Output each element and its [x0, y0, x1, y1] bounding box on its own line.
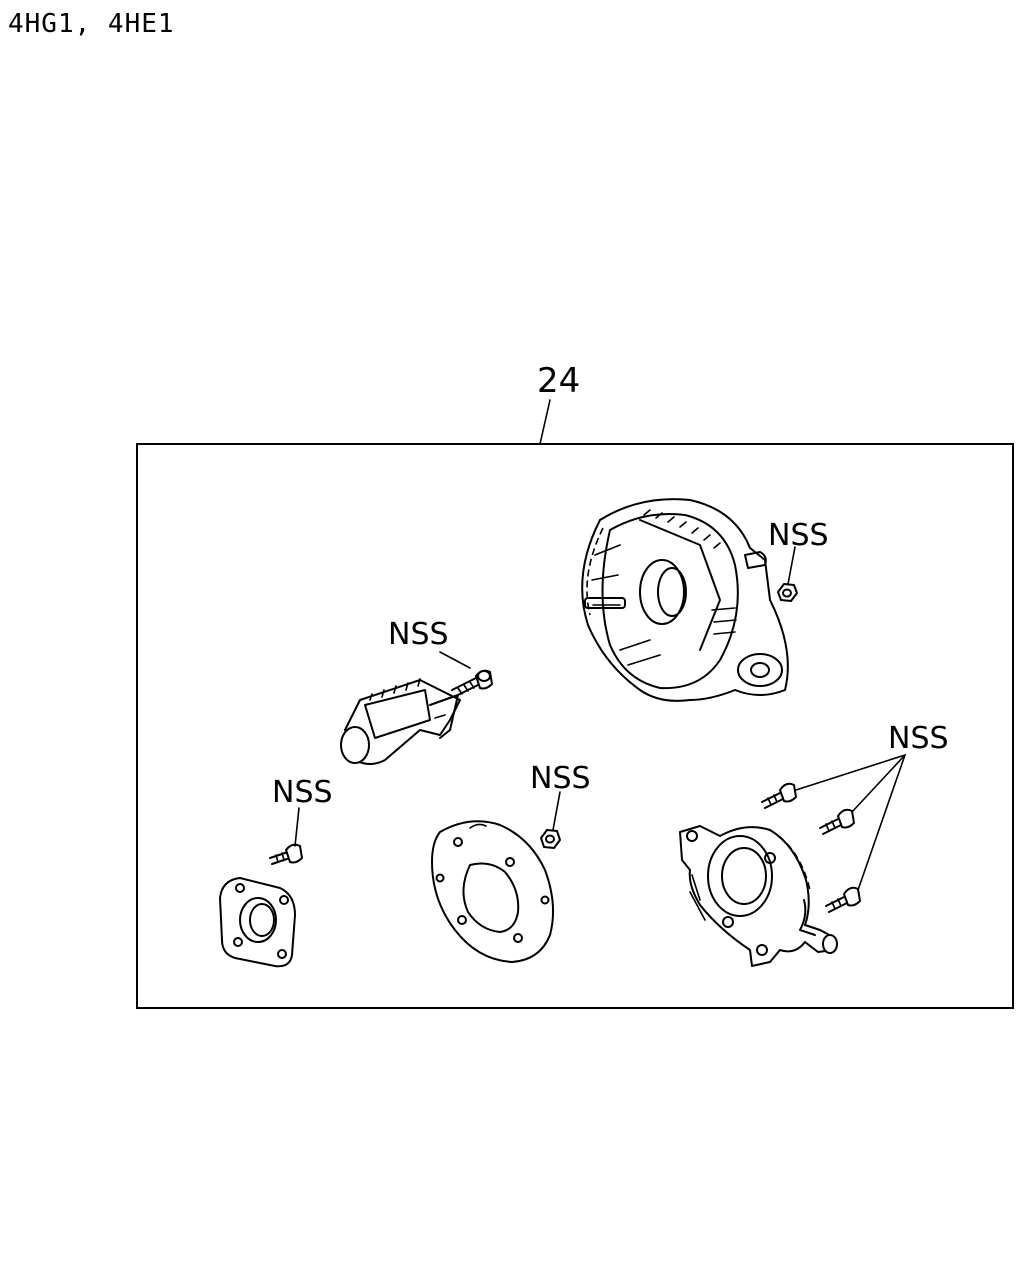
cover-plate — [431, 820, 554, 963]
leader-nss-brush-holder — [439, 651, 471, 669]
leader-nss-front-housing-3 — [857, 754, 906, 891]
label-nss-rear-housing: NSS — [768, 518, 829, 553]
rear-housing — [581, 498, 789, 702]
leader-nss-cover — [552, 791, 561, 831]
leader-nss-front-housing-1 — [795, 754, 906, 791]
label-nss-plate: NSS — [272, 775, 333, 810]
assembly-frame — [136, 443, 1014, 1009]
brush-holder — [340, 678, 461, 765]
bolt-brush-holder — [451, 669, 493, 697]
leader-nss-plate — [294, 807, 300, 847]
bolt-front-housing-1 — [761, 782, 797, 809]
nut-cover — [540, 829, 561, 849]
leader-nss-front-housing-2 — [851, 754, 906, 813]
callout-leader — [539, 399, 551, 445]
label-nss-brush-holder: NSS — [388, 617, 449, 652]
leader-nss-rear-housing — [787, 546, 796, 585]
bearing-retainer-plate — [219, 877, 296, 968]
label-nss-cover: NSS — [530, 761, 591, 796]
label-nss-front-housing: NSS — [888, 721, 949, 756]
nut-rear-housing — [777, 583, 798, 602]
bolt-front-housing-2 — [819, 808, 855, 835]
front-housing — [679, 825, 838, 967]
bolt-plate — [269, 843, 303, 865]
model-codes-header: 4HG1, 4HE1 — [8, 9, 175, 39]
callout-number: 24 — [537, 361, 580, 401]
bolt-front-housing-3 — [825, 886, 861, 913]
